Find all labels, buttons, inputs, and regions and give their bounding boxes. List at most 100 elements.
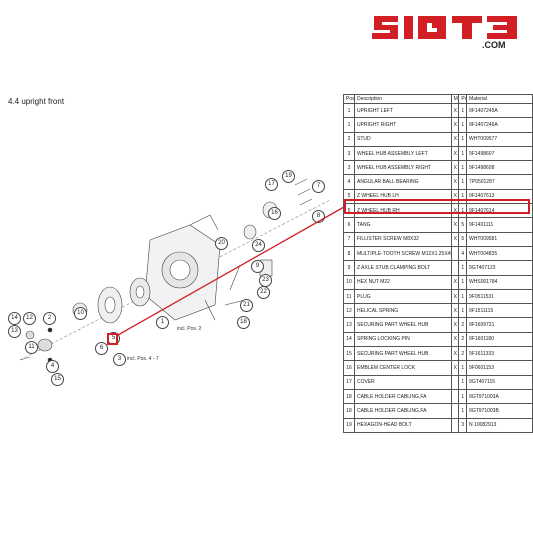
part-label-1[interactable]: 1 (156, 316, 169, 329)
part-label-10[interactable]: 10 (74, 307, 87, 320)
part-label-23[interactable]: 23 (259, 274, 272, 287)
cell-m: X (450, 346, 460, 362)
part-label-8[interactable]: 8 (312, 210, 325, 223)
cell-pos: 3 (343, 145, 355, 162)
cell-mat: 9GT407115 (466, 374, 533, 390)
cell-m: X (450, 160, 460, 176)
cell-desc: EMBLEM CENTER LOCK (353, 360, 452, 376)
diagram-note-pos2: incl. Pos. 2 (177, 326, 202, 332)
cell-m: X (450, 117, 460, 133)
cell-desc: SECURING PART WHEEL HUB (353, 317, 452, 333)
cell-desc: Z WHEEL HUB LH (353, 188, 452, 205)
cell-pc: 1 (458, 288, 468, 305)
section-title: 4.4 upright front (8, 97, 65, 106)
cell-mat: 9GT971003B (466, 403, 533, 419)
part-label-22[interactable]: 22 (257, 286, 270, 299)
part-label-19[interactable]: 19 (282, 170, 295, 183)
cell-pos: 19 (343, 417, 355, 433)
upright-part (144, 214, 221, 321)
cell-mat: N 10082913 (466, 417, 533, 433)
part-label-3[interactable]: 3 (113, 353, 126, 366)
cell-pos: 8 (343, 245, 355, 262)
cell-pc: 1 (458, 145, 468, 162)
part-label-20[interactable]: 20 (215, 237, 228, 250)
cell-pc: 1 (458, 131, 468, 147)
cell-pc: 1 (458, 274, 468, 290)
logo-domain: .COM (482, 40, 506, 50)
part-label-7[interactable]: 7 (312, 180, 325, 193)
header-material: Material (466, 94, 533, 104)
cell-mat: 9F0511531 (466, 288, 533, 305)
part-label-17[interactable]: 17 (265, 178, 278, 191)
cell-desc: ANGULAR BALL BEARING (353, 174, 452, 190)
table-header-row: Pos. Description M Pc. Material (343, 94, 533, 104)
cell-m: X (450, 188, 460, 205)
part-label-12[interactable]: 12 (23, 312, 36, 325)
cell-pos: 13 (343, 317, 355, 333)
cell-m: X (450, 102, 460, 119)
part-label-15[interactable]: 15 (51, 373, 64, 386)
part-label-16[interactable]: 16 (268, 207, 281, 220)
part-label-11[interactable]: 11 (25, 341, 38, 354)
cell-pc: 1 (458, 388, 468, 405)
part-label-9[interactable]: 9 (251, 260, 264, 273)
cell-pc: 1 (458, 403, 468, 419)
header-pos: Pos. (343, 94, 355, 104)
part-label-18[interactable]: 18 (237, 316, 250, 329)
cell-mat: 9F1498608 (466, 160, 533, 176)
cell-mat: 9F1407246A (466, 117, 533, 133)
cell-desc: SECURING PART WHEEL HUB (353, 346, 452, 362)
cell-desc: CABLE HOLDER CABLING,FA (353, 403, 452, 419)
cell-pos: 18 (343, 403, 355, 419)
sigt3-logo (372, 16, 517, 39)
part-label-14[interactable]: 14 (8, 312, 21, 325)
cell-mat: 9F1407613 (466, 188, 533, 205)
part-label-4[interactable]: 4 (46, 360, 59, 373)
part-label-2[interactable]: 2 (43, 312, 56, 325)
cell-m: X (450, 331, 460, 348)
cell-m (450, 417, 460, 433)
cell-pc: 1 (458, 102, 468, 119)
cell-pc: 5 (458, 231, 468, 247)
cell-m: X (450, 174, 460, 190)
cell-mat: 9F1407245A (466, 102, 533, 119)
cell-desc: WHEEL HUB ASSEMBLY RIGHT (353, 160, 452, 176)
part-label-6[interactable]: 6 (95, 342, 108, 355)
parts-table: Pos. Description M Pc. Material 1UPRIGHT… (343, 94, 533, 433)
cell-mat: 9F1498607 (466, 145, 533, 162)
header-description: Description (353, 94, 452, 104)
cell-m: X (450, 203, 460, 219)
header-pc: Pc. (458, 94, 468, 104)
cell-desc: MULTIPLE-TOOTH SCREW M12X1.25X45 (353, 245, 452, 262)
part-label-13[interactable]: 13 (8, 325, 21, 338)
part-label-24[interactable]: 24 (252, 239, 265, 252)
cell-pos: 3 (343, 160, 355, 176)
cell-pc: 2 (458, 346, 468, 362)
part-label-21[interactable]: 21 (240, 299, 253, 312)
cell-pos: 18 (343, 388, 355, 405)
cell-pc: 1 (458, 203, 468, 219)
